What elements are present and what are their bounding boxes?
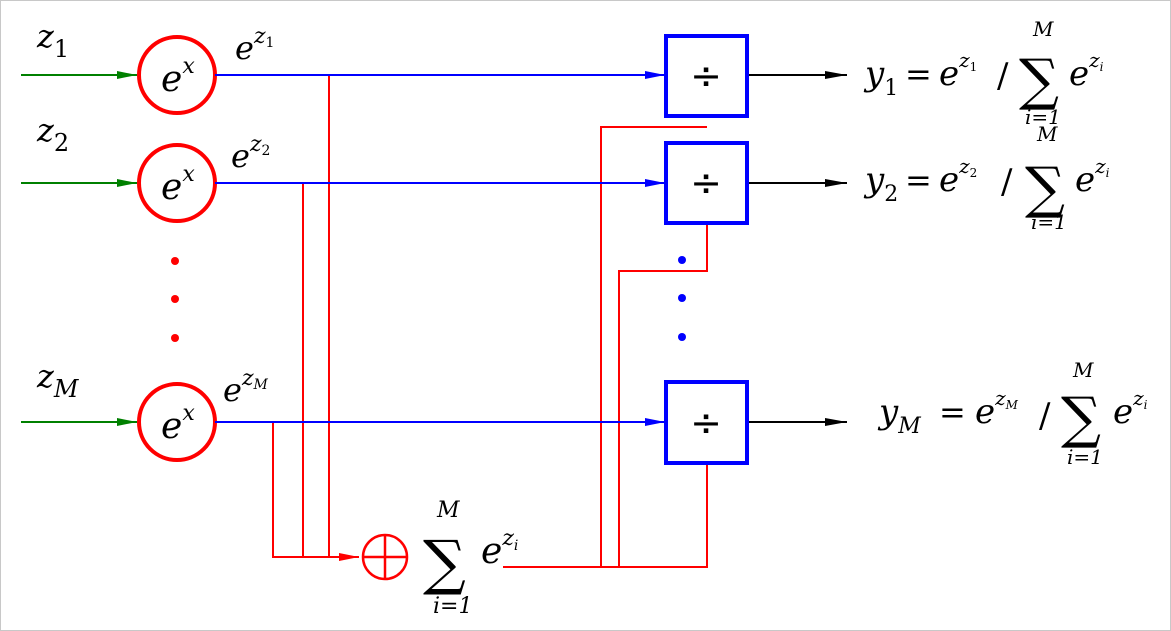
svg-text:ex: ex bbox=[161, 401, 195, 447]
sum-node bbox=[361, 533, 409, 581]
svg-text:∑: ∑ bbox=[1025, 156, 1065, 221]
divider-box-m: ÷ bbox=[664, 380, 749, 465]
svg-text:i=1: i=1 bbox=[433, 594, 472, 619]
svg-text:ez1: ez1 bbox=[939, 48, 977, 94]
svg-text:=: = bbox=[939, 393, 966, 431]
exp-output-label-1: ez1 bbox=[235, 24, 274, 67]
svg-text:÷: ÷ bbox=[690, 161, 722, 205]
svg-text:∑: ∑ bbox=[1061, 386, 1101, 451]
exp-block-1: ex bbox=[137, 35, 217, 115]
svg-text:M: M bbox=[436, 498, 460, 523]
svg-text:y1: y1 bbox=[863, 54, 898, 101]
svg-text:∑: ∑ bbox=[1019, 48, 1059, 113]
sum-connections bbox=[272, 75, 337, 558]
svg-text:÷: ÷ bbox=[690, 54, 722, 98]
svg-text:/: / bbox=[1001, 162, 1013, 202]
input-label-1: z1 bbox=[36, 17, 69, 63]
svg-text:÷: ÷ bbox=[690, 401, 722, 445]
svg-text:ex: ex bbox=[161, 54, 195, 100]
svg-text:ezi: ezi bbox=[1075, 154, 1110, 200]
svg-text:ez2: ez2 bbox=[939, 154, 977, 200]
svg-text:M: M bbox=[1036, 122, 1058, 146]
ellipsis-left bbox=[171, 257, 179, 342]
svg-text:i=1: i=1 bbox=[1025, 105, 1061, 129]
exp-output-label-2: ez2 bbox=[231, 132, 270, 175]
svg-text:ezM: ezM bbox=[975, 386, 1019, 432]
svg-text:M: M bbox=[1032, 17, 1054, 41]
svg-text:ezi: ezi bbox=[1113, 386, 1148, 432]
sum-to-dividers bbox=[503, 126, 708, 568]
svg-text:ex: ex bbox=[161, 162, 195, 208]
input-label-m: zM bbox=[36, 357, 80, 403]
exp-block-m: ex bbox=[137, 382, 217, 462]
output-equation-2: y2 = ez2 / ∑ M i=1 ezi bbox=[863, 122, 1110, 234]
svg-text:i=1: i=1 bbox=[1067, 445, 1103, 469]
sum-label: ∑ M i=1 ezi bbox=[423, 498, 518, 619]
svg-text:/: / bbox=[1039, 396, 1051, 436]
svg-text:ezi: ezi bbox=[481, 526, 518, 572]
svg-text:∑: ∑ bbox=[423, 528, 466, 598]
output-equation-1: y1 = ez1 / ∑ M i=1 ezi bbox=[863, 17, 1104, 129]
svg-text:yM: yM bbox=[877, 392, 921, 439]
svg-text:y2: y2 bbox=[863, 160, 898, 207]
svg-text:ezi: ezi bbox=[1069, 48, 1104, 94]
input-label-2: z2 bbox=[36, 111, 69, 157]
ellipsis-right bbox=[678, 256, 686, 341]
exp-block-2: ex bbox=[137, 143, 217, 223]
divider-box-2: ÷ bbox=[664, 141, 749, 225]
svg-text:=: = bbox=[905, 55, 932, 93]
divider-box-1: ÷ bbox=[664, 34, 749, 118]
exp-output-label-m: ezM bbox=[223, 366, 269, 409]
svg-text:/: / bbox=[997, 56, 1009, 96]
output-equation-m: yM = ezM / ∑ M i=1 ezi bbox=[877, 358, 1148, 469]
svg-text:=: = bbox=[905, 161, 932, 199]
svg-text:M: M bbox=[1072, 358, 1094, 382]
svg-text:i=1: i=1 bbox=[1031, 210, 1067, 234]
